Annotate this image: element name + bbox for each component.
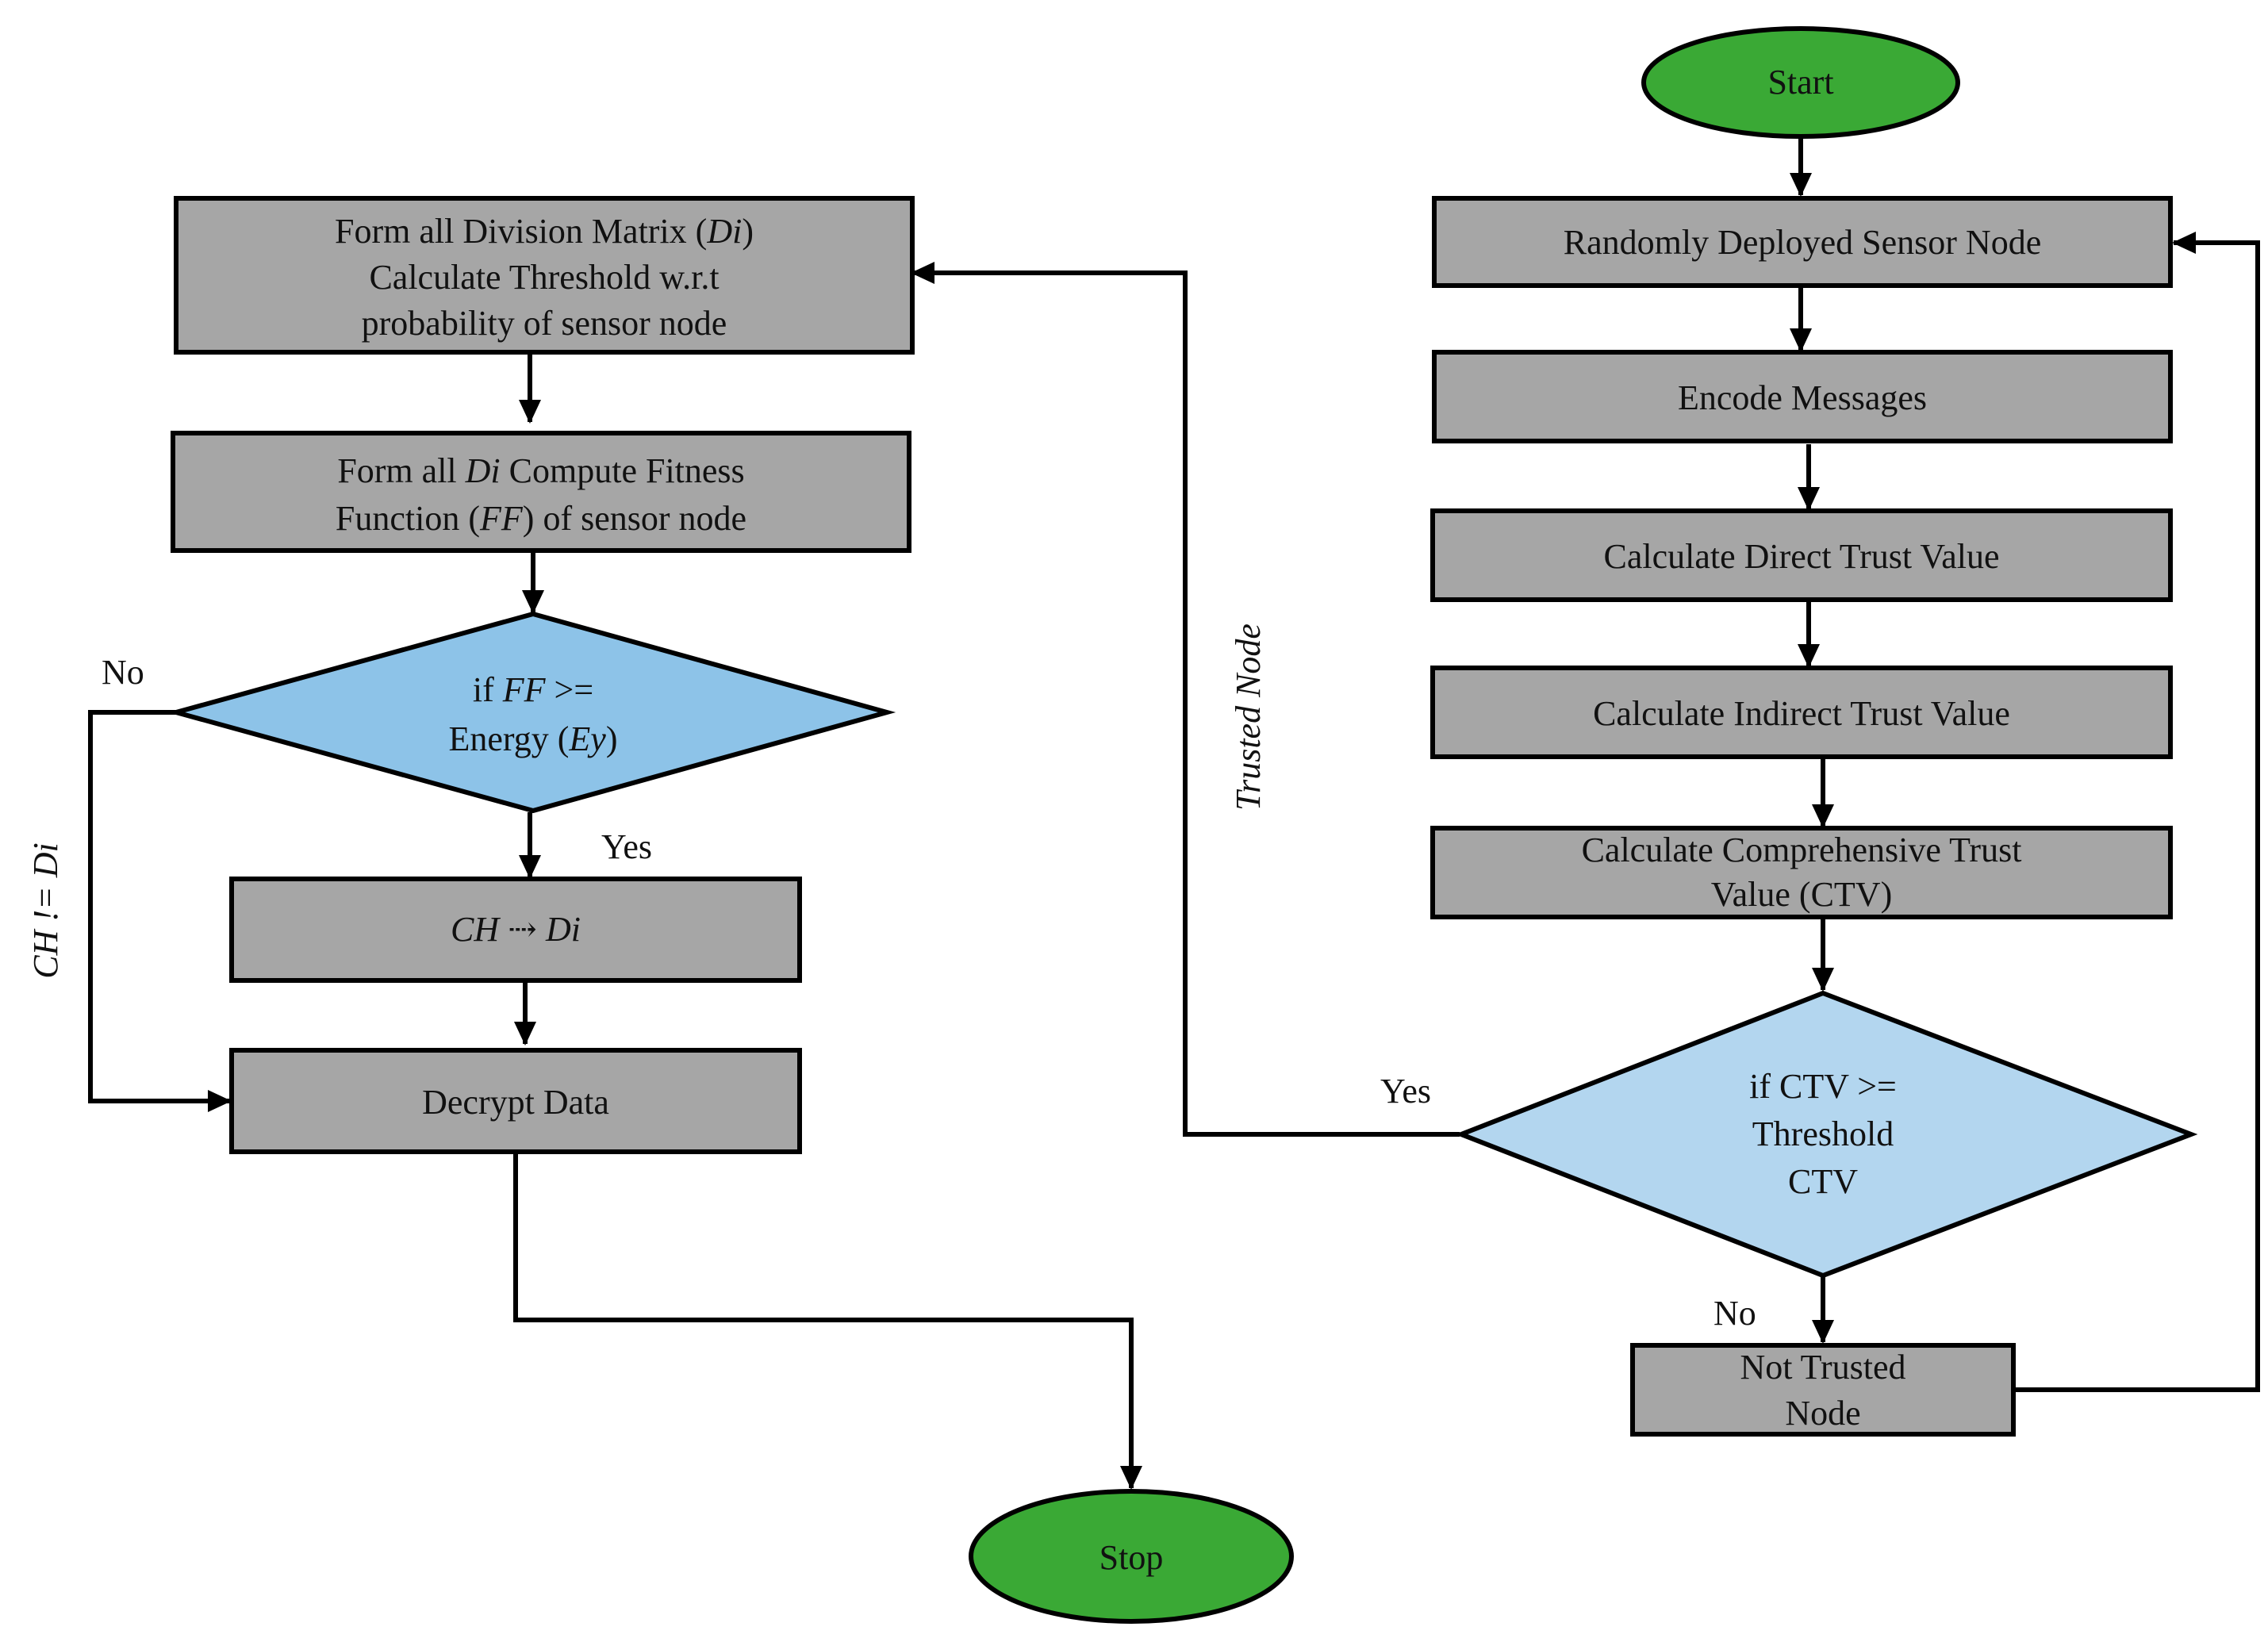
encode-label: Encode Messages — [1678, 378, 1927, 417]
edge-decision-yes-to-division-matrix — [911, 262, 1460, 1137]
encode-box: Encode Messages — [1432, 350, 2173, 443]
fitness-line1: Form all Di Compute Fitness — [337, 451, 744, 490]
ctv-label-line1: Calculate Comprehensive Trust — [1582, 831, 2022, 869]
indirect-trust-box: Calculate Indirect Trust Value — [1430, 666, 2173, 759]
ctv-no-label: No — [1713, 1294, 1756, 1333]
start-terminal: Start — [1641, 26, 1960, 139]
ctv-decision-diamond: if CTV >= Threshold CTV — [1454, 990, 2198, 1279]
direct-trust-label: Calculate Direct Trust Value — [1604, 537, 2000, 576]
division-matrix-line1: Form all Division Matrix (Di) — [335, 212, 754, 251]
ff-no-label: No — [102, 653, 144, 692]
division-matrix-box: Form all Division Matrix (Di) Calculate … — [174, 196, 915, 355]
edge-not-trusted-loop-to-deploy — [2013, 232, 2260, 1392]
ctv-decision-line1: if CTV >= — [1749, 1067, 1897, 1106]
direct-trust-box: Calculate Direct Trust Value — [1430, 508, 2173, 602]
not-trusted-line1: Not Trusted — [1740, 1348, 1905, 1387]
division-matrix-line3: probability of sensor node — [362, 304, 727, 343]
decrypt-label: Decrypt Data — [422, 1083, 609, 1122]
ctv-decision-line3: CTV — [1788, 1162, 1858, 1201]
decrypt-box: Decrypt Data — [229, 1048, 802, 1154]
ff-decision-diamond: if FF >= Energy (Ey) — [167, 611, 896, 814]
ff-yes-label: Yes — [601, 827, 652, 866]
edge-decrypt-to-stop — [513, 1152, 1142, 1490]
ctv-box: Calculate Comprehensive Trust Value (CTV… — [1430, 826, 2173, 919]
ch-assign-label: CH ⇢ Di — [451, 910, 581, 949]
ctv-label-line2: Value (CTV) — [1711, 875, 1893, 914]
ff-decision-line1: if FF >= — [473, 670, 593, 709]
ctv-decision-line2: Threshold — [1752, 1114, 1894, 1153]
stop-terminal: Stop — [969, 1489, 1294, 1624]
connectors — [88, 136, 2260, 1490]
not-trusted-line2: Node — [1785, 1394, 1860, 1433]
ch-not-di-label: CH != Di — [26, 842, 65, 978]
deploy-box: Randomly Deployed Sensor Node — [1432, 196, 2173, 288]
fitness-line2: Function (FF) of sensor node — [336, 499, 746, 538]
trusted-node-label: Trusted Node — [1229, 623, 1268, 811]
deploy-label: Randomly Deployed Sensor Node — [1564, 223, 2041, 262]
division-matrix-line2: Calculate Threshold w.r.t — [369, 258, 719, 297]
not-trusted-box: Not Trusted Node — [1630, 1343, 2016, 1437]
indirect-trust-label: Calculate Indirect Trust Value — [1593, 694, 2010, 733]
start-label: Start — [1767, 63, 1833, 102]
stop-label: Stop — [1099, 1538, 1164, 1577]
fitness-box: Form all Di Compute Fitness Function (FF… — [171, 431, 911, 553]
ff-decision-line2: Energy (Ey) — [449, 719, 618, 758]
edge-ff-no-to-decrypt — [88, 710, 232, 1112]
ch-assign-box: CH ⇢ Di — [229, 877, 802, 983]
ctv-yes-label: Yes — [1380, 1072, 1431, 1111]
